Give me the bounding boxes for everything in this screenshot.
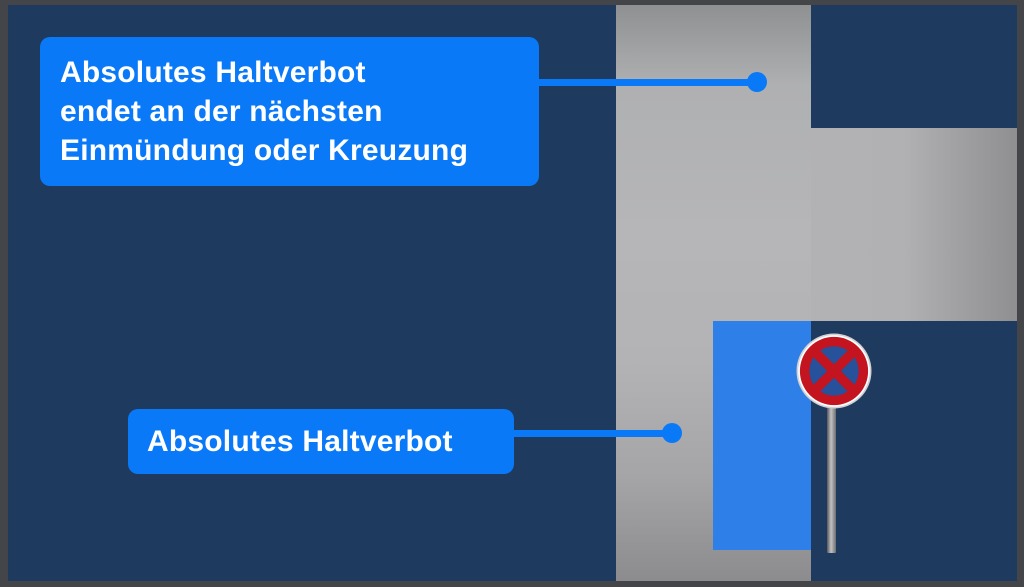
callout-haltverbot-zone: Absolutes Haltverbot — [128, 409, 514, 474]
no-stopping-zone-area — [713, 321, 811, 550]
connector-line-bottom — [514, 430, 672, 437]
callout-bottom-label: Absolutes Haltverbot — [147, 424, 453, 458]
callout-haltverbot-ende: Absolutes Haltverbot endet an der nächst… — [40, 37, 539, 186]
connector-line-top — [539, 79, 757, 86]
connector-dot-bottom — [662, 423, 682, 443]
connector-dot-top — [747, 72, 767, 92]
callout-line-1: Absolutes Haltverbot — [60, 56, 366, 89]
side-road-junction — [811, 128, 1017, 321]
no-stopping-sign-icon — [796, 333, 872, 409]
sign-pole — [827, 404, 836, 553]
callout-line-2: endet an der nächsten — [60, 95, 383, 128]
callout-line-3: Einmündung oder Kreuzung — [60, 134, 469, 167]
